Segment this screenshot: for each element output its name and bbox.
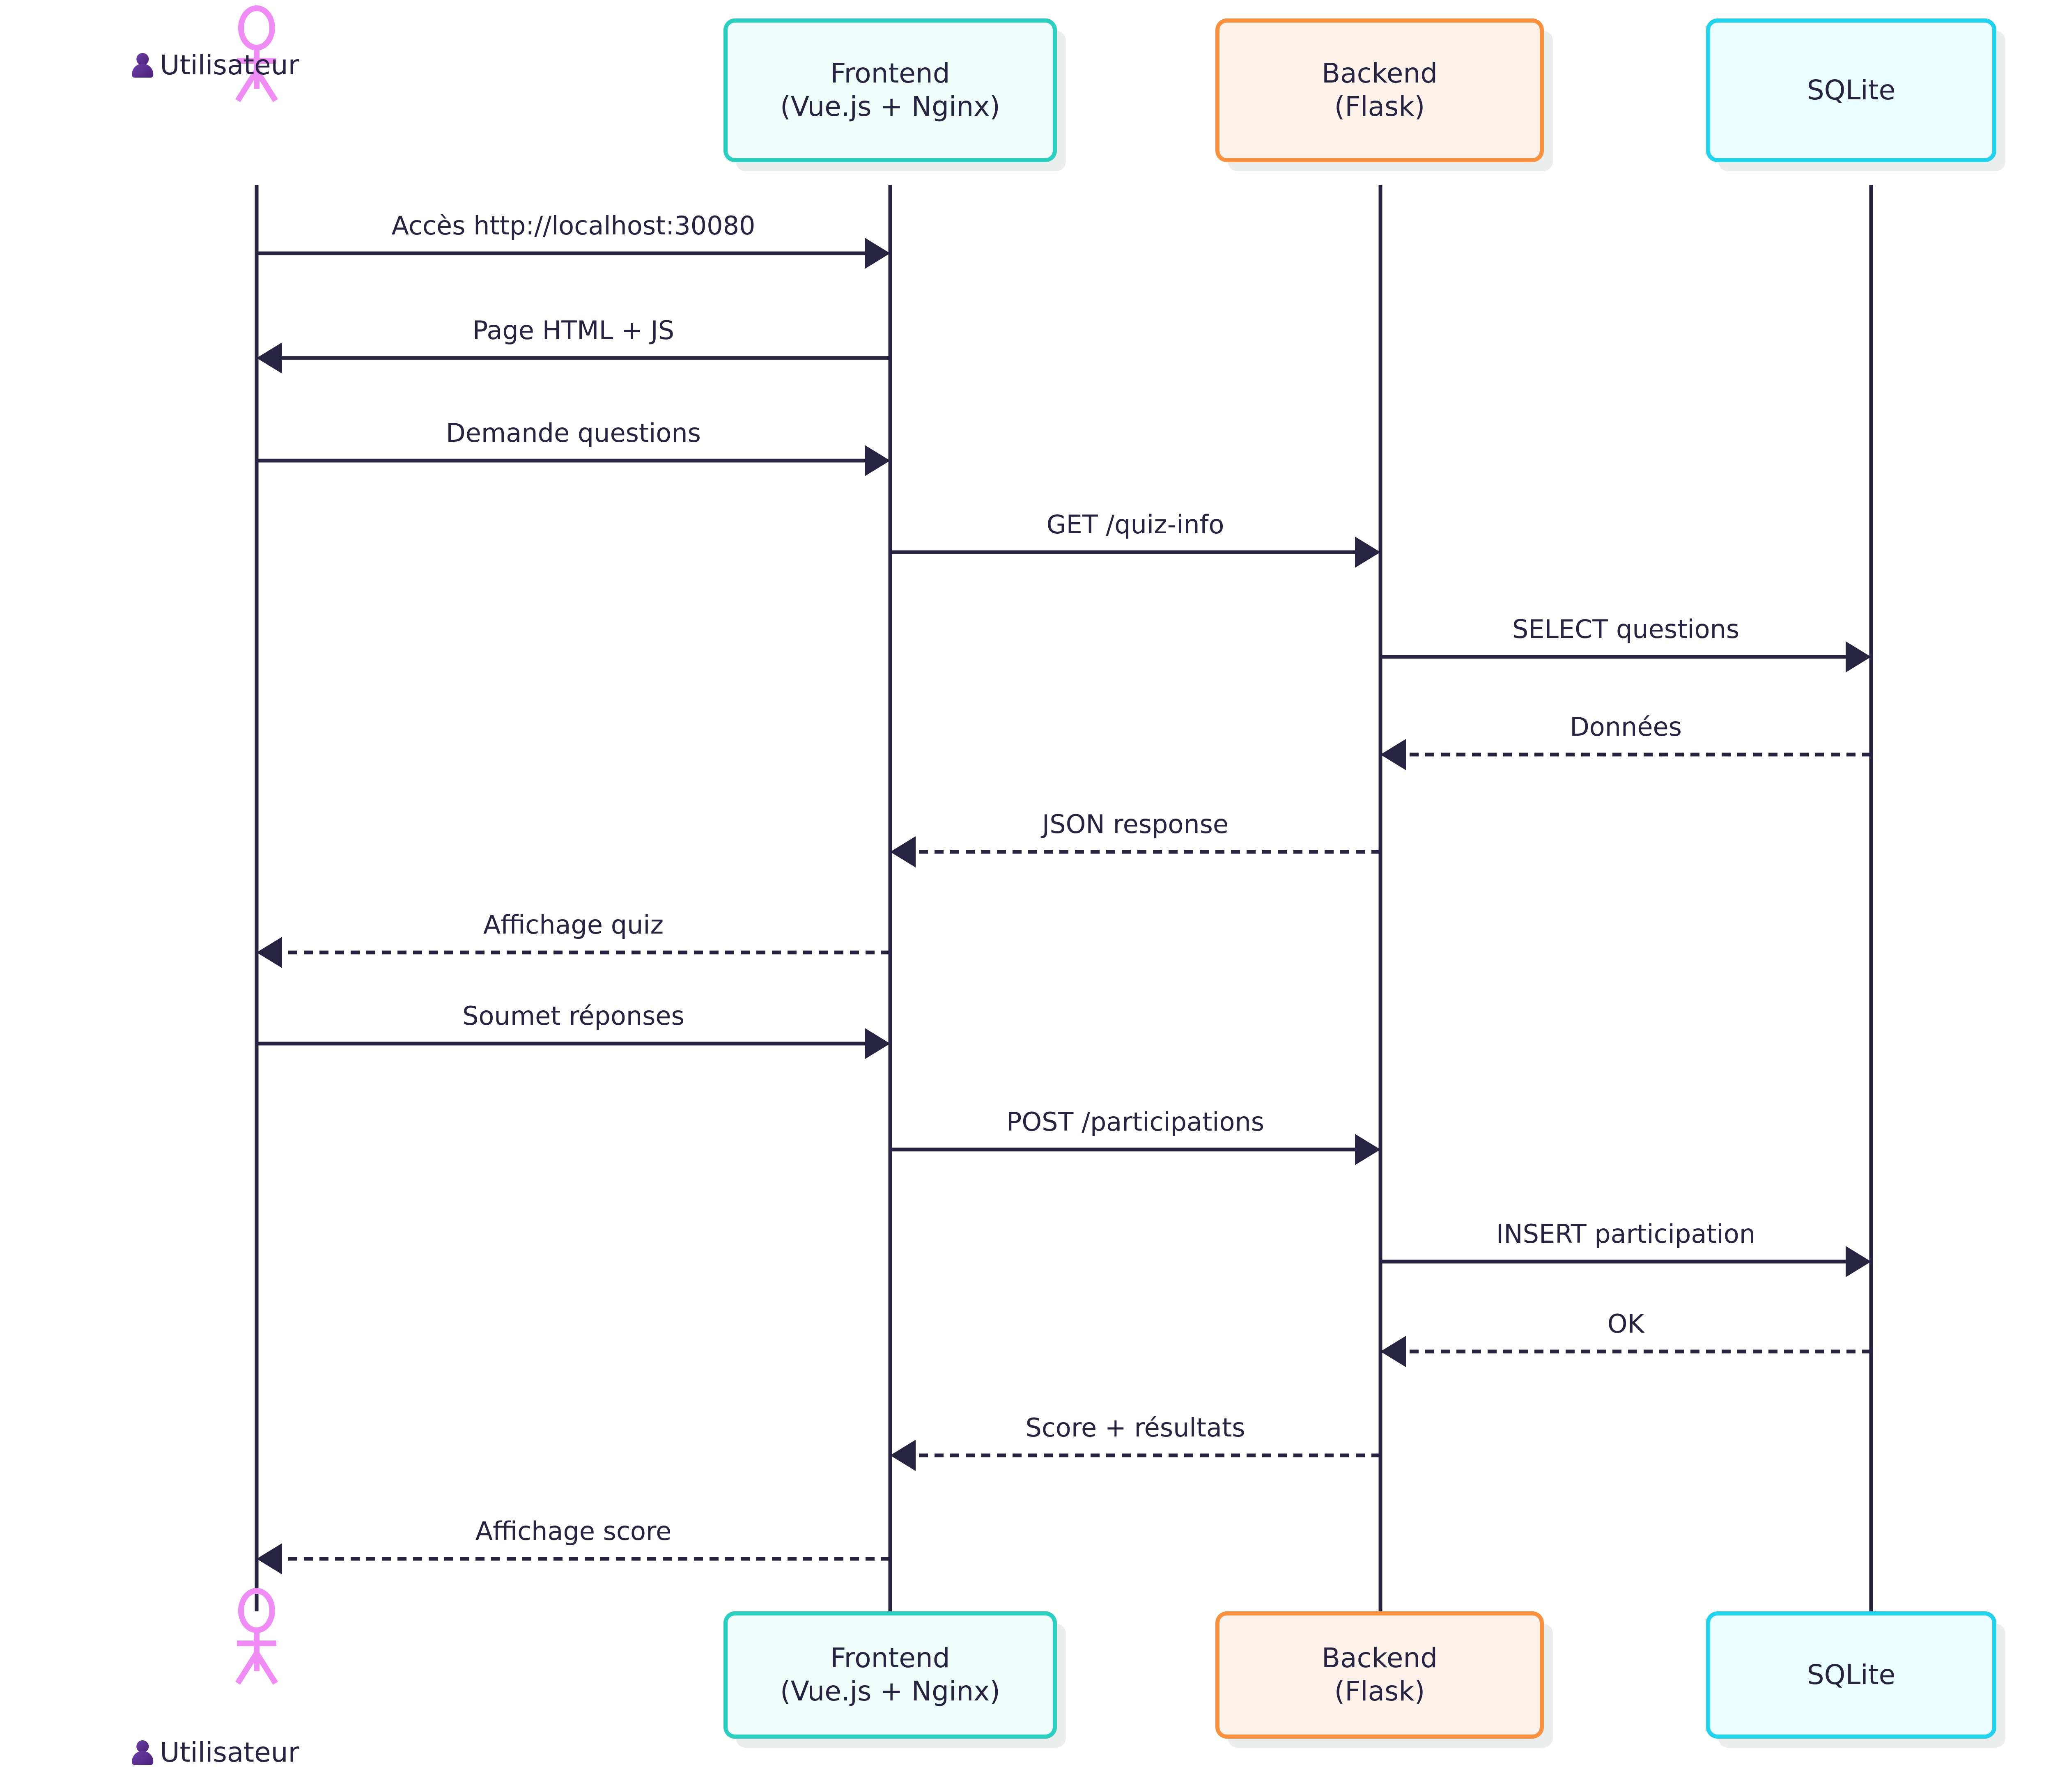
message-label-8: Affichage quiz (483, 910, 664, 940)
message-label-11: INSERT participation (1496, 1219, 1756, 1249)
arrowhead-2 (257, 342, 282, 374)
actor-label-bottom[interactable]: Utilisateur (132, 1737, 299, 1768)
message-label-6: Données (1570, 712, 1682, 742)
stick-figure-actor-icon (235, 1588, 278, 1685)
participant-label-sqlite: SQLite (1807, 1659, 1896, 1691)
participant-box-sqlite-top[interactable]: SQLite (1706, 18, 1996, 162)
arrowhead-8 (257, 937, 282, 968)
person-icon (132, 1740, 154, 1765)
arrowhead-13 (890, 1440, 916, 1471)
arrowhead-3 (865, 445, 890, 476)
actor-leg-right (254, 69, 278, 102)
message-label-5: SELECT questions (1512, 614, 1740, 644)
participant-label-backend: Backend (Flask) (1321, 57, 1438, 122)
message-label-12: OK (1607, 1309, 1644, 1339)
message-label-2: Page HTML + JS (472, 315, 675, 345)
actor-leg-left (235, 69, 259, 102)
message-label-13: Score + résultats (1025, 1413, 1245, 1443)
message-label-3: Demande questions (446, 418, 701, 448)
arrowhead-7 (890, 836, 916, 867)
arrowhead-5 (1846, 641, 1871, 672)
message-label-4: GET /quiz-info (1046, 509, 1224, 539)
participant-label-backend: Backend (Flask) (1321, 1642, 1438, 1707)
participant-box-backend-top[interactable]: Backend (Flask) (1215, 18, 1544, 162)
message-label-9: Soumet réponses (462, 1001, 684, 1031)
participant-label-frontend: Frontend (Vue.js + Nginx) (780, 57, 1001, 122)
message-label-1: Accès http://localhost:30080 (391, 211, 756, 241)
message-label-7: JSON response (1042, 809, 1229, 839)
participant-box-frontend-bottom[interactable]: Frontend (Vue.js + Nginx) (723, 1611, 1057, 1739)
participant-label-frontend: Frontend (Vue.js + Nginx) (780, 1642, 1001, 1707)
arrowhead-6 (1380, 739, 1406, 770)
arrowhead-9 (865, 1028, 890, 1059)
actor-name: Utilisateur (160, 49, 299, 81)
actor-name: Utilisateur (160, 1737, 299, 1768)
participant-label-sqlite: SQLite (1807, 74, 1896, 106)
message-label-10: POST /participations (1006, 1107, 1265, 1137)
stick-figure-actor-icon (235, 5, 278, 102)
actor-head (238, 5, 275, 50)
arrowhead-1 (865, 238, 890, 269)
arrowhead-12 (1380, 1336, 1406, 1367)
arrowhead-11 (1846, 1246, 1871, 1277)
actor-label-top[interactable]: Utilisateur (132, 49, 299, 81)
actor-leg-left (235, 1652, 259, 1685)
participant-box-sqlite-bottom[interactable]: SQLite (1706, 1611, 1996, 1739)
participant-box-frontend-top[interactable]: Frontend (Vue.js + Nginx) (723, 18, 1057, 162)
arrowhead-4 (1355, 537, 1380, 568)
arrowhead-10 (1355, 1134, 1380, 1165)
arrowhead-14 (257, 1543, 282, 1574)
actor-leg-right (254, 1652, 278, 1685)
participant-box-backend-bottom[interactable]: Backend (Flask) (1215, 1611, 1544, 1739)
person-icon (132, 53, 154, 78)
message-label-14: Affichage score (475, 1516, 672, 1546)
